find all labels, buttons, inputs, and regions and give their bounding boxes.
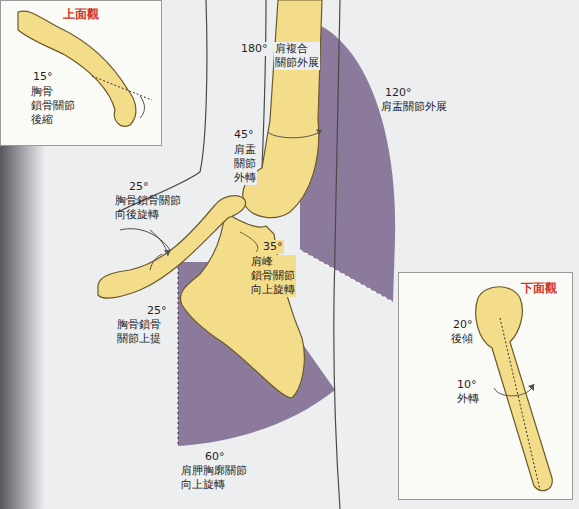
rib-outline: [120, 229, 170, 250]
rotation-arrow: [494, 384, 534, 396]
motion-label: 肩複合 關節外展: [274, 42, 320, 70]
angle-value: 180°: [240, 42, 269, 56]
motion-label: 後傾: [450, 332, 474, 346]
dashed-line: [300, 250, 393, 302]
dotted-line: [92, 76, 152, 100]
angle-value: 120°: [384, 86, 413, 100]
humerus-bone: [476, 287, 553, 491]
torso-outline: [334, 0, 340, 509]
angle-value: 45°: [233, 128, 255, 142]
arrow-head: [316, 129, 322, 135]
elevation-arrow: [150, 254, 162, 270]
inset-box: 上面觀: [0, 0, 162, 146]
motion-label: 肩盂關節外展: [380, 100, 448, 114]
angle-value: 25°: [128, 180, 150, 194]
inset-box: 下面觀: [398, 272, 573, 500]
angle-value: 10°: [456, 378, 478, 392]
angle-value: 60°: [204, 450, 226, 464]
coracoid: [240, 232, 258, 252]
inset-ground: [1, 1, 162, 146]
dotted-line: [178, 262, 179, 446]
motion-label: 胸骨鎖骨 關節上提: [116, 318, 162, 346]
motion-label: 胸骨 鎖骨關節 後縮: [30, 85, 76, 127]
arrow-head: [528, 384, 534, 391]
angle-value: 25°: [146, 304, 168, 318]
inset-title: 下面觀: [521, 281, 557, 295]
motion-label: 胸骨鎖骨關節 向後旋轉: [114, 194, 182, 222]
motion-label: 外轉: [456, 392, 480, 406]
inset-ground: [399, 273, 573, 500]
inset-title: 上面觀: [63, 7, 99, 21]
motion-label: 肩胛胸廓關節 向上旋轉: [180, 464, 248, 492]
motion-label: 肩盂 關節 外轉: [233, 143, 257, 185]
arrow-head: [164, 250, 171, 256]
angle-value: 35°: [262, 240, 284, 254]
clavicle-bone: [18, 11, 136, 126]
angle-value: 20°: [452, 318, 474, 332]
arm-outline: [262, 0, 266, 168]
rotation-arrow: [150, 230, 168, 256]
rotation-arrow: [268, 130, 322, 138]
dotted-line: [500, 318, 540, 490]
motion-label: 肩峰 鎖骨關節 向上旋轉: [250, 255, 296, 297]
angle-value: 15°: [32, 70, 54, 84]
rotation-arrow: [140, 96, 145, 118]
